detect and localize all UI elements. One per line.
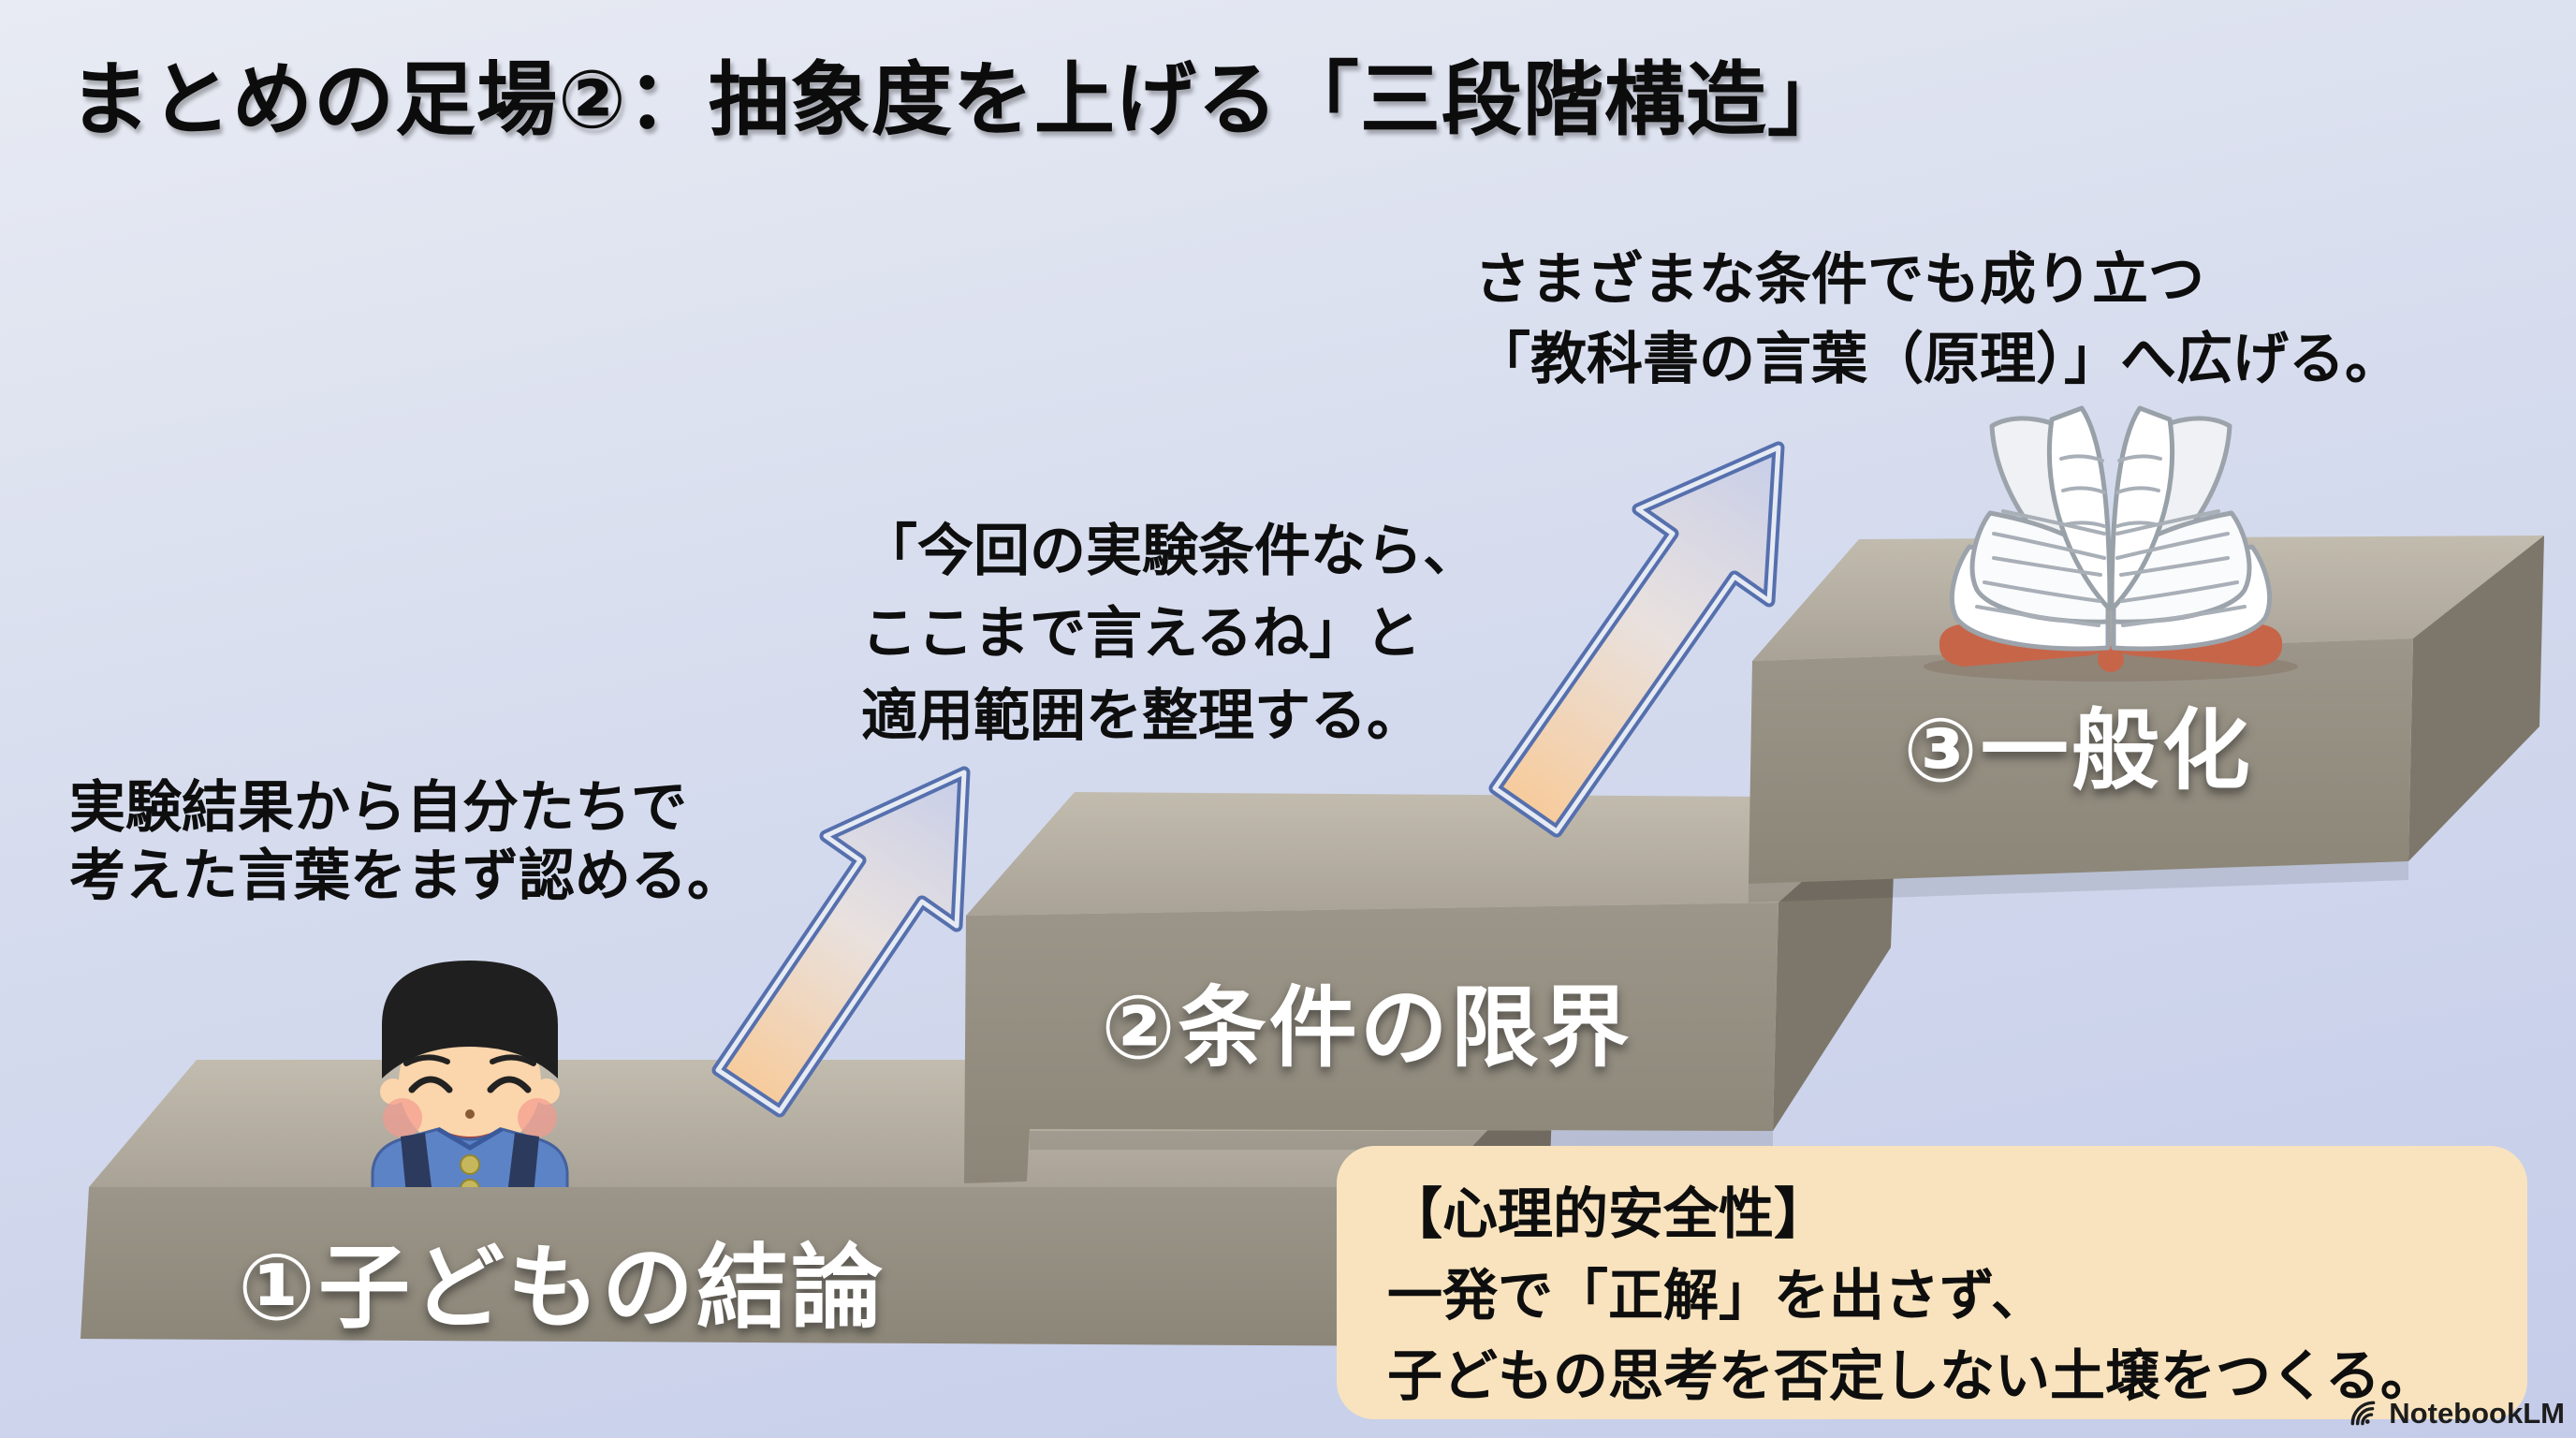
note-line: 適用範囲を整理する。 xyxy=(861,684,1423,748)
student-boy-illustration xyxy=(371,961,569,1199)
step1-front-face xyxy=(80,1187,1434,1346)
note-line: さまざまな条件でも成り立つ xyxy=(1474,248,2204,311)
step3-note: さまざまな条件でも成り立つ 「教科書の言葉（原理）」へ広げる。 xyxy=(1474,240,2401,399)
step3-block xyxy=(1749,536,2544,902)
step2-top-face xyxy=(966,792,1896,916)
backpack-strap xyxy=(507,1133,539,1195)
boy-eye xyxy=(487,1076,532,1093)
callout-line: 【心理的安全性】 xyxy=(1387,1183,1830,1245)
backpack-strap xyxy=(401,1133,432,1195)
page-title: まとめの足場②：抽象度を上げる「三段階構造」 xyxy=(69,55,1849,145)
note-line: ここまで言えるね」と xyxy=(861,602,1422,666)
step2-label: ②条件の限界 xyxy=(1101,978,1632,1077)
arrow-step2-to-step3-icon xyxy=(1488,441,1785,838)
notebooklm-logo-icon xyxy=(2350,1401,2376,1426)
step3-label: ③一般化 xyxy=(1903,701,2253,800)
note-line: 「今回の実験条件なら、 xyxy=(861,520,1479,582)
notebooklm-label: NotebookLM xyxy=(2389,1397,2565,1430)
note-line: 考えた言葉をまず認める。 xyxy=(69,844,743,908)
boy-eye xyxy=(408,1076,453,1093)
step1-note: 実験結果から自分たちで 考えた言葉をまず認める。 xyxy=(69,773,743,910)
note-line: 「教科書の言葉（原理）」へ広げる。 xyxy=(1474,328,2401,391)
step1-label: ①子どもの結論 xyxy=(238,1236,886,1339)
step2-front-face xyxy=(964,902,1778,1183)
boy-hair xyxy=(382,961,558,1078)
step2-note: 「今回の実験条件なら、 ここまで言えるね」と 適用範囲を整理する。 xyxy=(861,510,1479,758)
step3-side-face xyxy=(2408,536,2544,861)
psychological-safety-callout: 【心理的安全性】 一発で「正解」を出さず、 子どもの思考を否定しない土壌をつくる… xyxy=(1337,1146,2527,1419)
step3-front-face xyxy=(1749,638,2413,884)
notebooklm-watermark: NotebookLM xyxy=(2348,1397,2565,1431)
callout-line: 一発で「正解」を出さず、 xyxy=(1387,1264,2046,1327)
open-book-illustration xyxy=(1924,405,2298,682)
arrow-step1-to-step2-icon xyxy=(711,766,971,1118)
step2-block xyxy=(964,792,1896,1183)
note-line: 実験結果から自分たちで xyxy=(69,776,687,839)
callout-line: 子どもの思考を否定しない土壌をつくる。 xyxy=(1387,1345,2436,1408)
